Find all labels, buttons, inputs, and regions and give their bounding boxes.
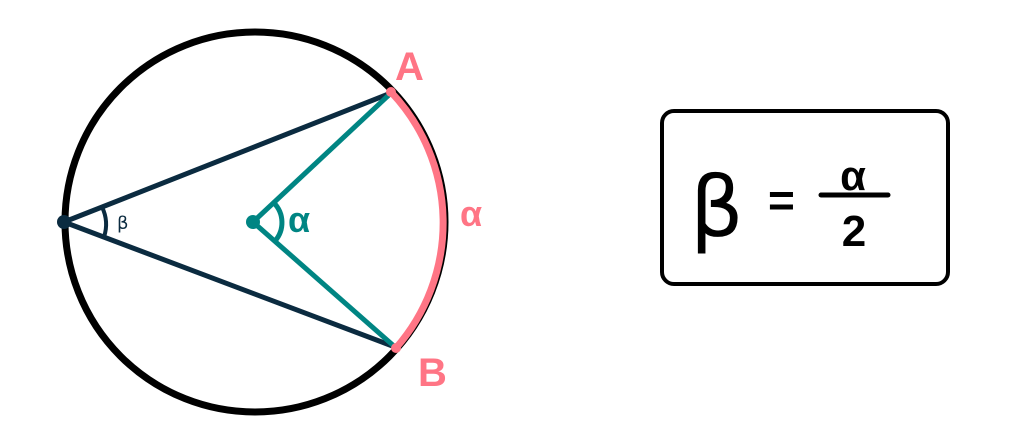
- point-b-label: B: [418, 351, 447, 395]
- inscribed-vertex: [57, 215, 71, 229]
- point-b: [391, 343, 401, 353]
- arc-ab: [388, 89, 447, 351]
- inscribed-angle-arc: [100, 206, 108, 238]
- inscribed-angle-label: β: [117, 213, 129, 234]
- formula-numerator: α: [840, 152, 866, 199]
- formula-beta: β: [690, 158, 744, 256]
- arc-label: α: [460, 193, 482, 234]
- chord-to-a: [63, 90, 392, 225]
- center-point: [246, 215, 260, 229]
- formula-equals: =: [768, 174, 795, 226]
- chord-to-b: [63, 219, 396, 350]
- radius-to-b: [251, 220, 397, 349]
- point-a-label: A: [395, 45, 424, 89]
- radius-to-a: [251, 91, 393, 224]
- formula-box: β = α 2: [660, 109, 950, 286]
- central-angle-arc: [272, 201, 285, 243]
- central-angle-label: α: [288, 199, 310, 240]
- point-a: [386, 87, 396, 97]
- formula-denominator: 2: [842, 207, 866, 256]
